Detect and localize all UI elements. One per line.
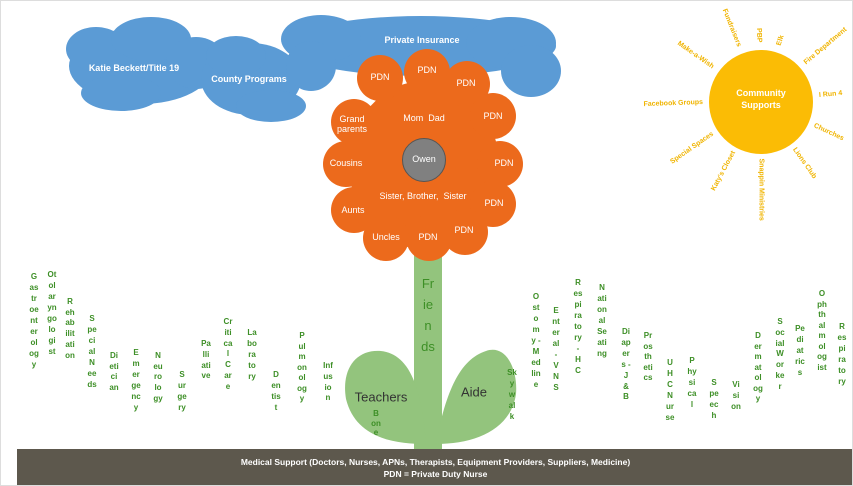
sun-ray-label: Lions Club [791, 145, 818, 180]
leaf-label-aide: Aide [460, 384, 488, 400]
petal [477, 141, 523, 187]
petal-label-aunts: Aunts [341, 205, 365, 216]
specialty-label: Physical [687, 356, 697, 409]
specialty-label: Critical Care [223, 317, 233, 391]
petal-label: PDN [483, 111, 503, 122]
specialty-label: Ophthalmologist [817, 289, 827, 372]
petal-label-uncles: Uncles [372, 232, 400, 243]
petal-label-grandparents: Grand parents [336, 114, 368, 134]
petal-label: PDN [494, 158, 514, 169]
specialty-label: Diapers - J&B [621, 327, 631, 402]
cloud-label-county-programs: County Programs [211, 74, 287, 84]
petal [470, 93, 516, 139]
specialty-label: Skywalk [507, 368, 517, 421]
petal [404, 49, 450, 95]
inner-label-mom-dad: Mom Dad [403, 113, 445, 124]
petal [331, 187, 377, 233]
sun-ray-label: Snappin Ministries [757, 158, 765, 221]
petal [323, 141, 369, 187]
petal-label: PDN [456, 78, 476, 89]
medical-support-ground: Medical Support (Doctors, Nurses, APNs, … [17, 449, 852, 485]
petal-label: PDN [418, 232, 438, 243]
specialty-label: Pediatrics [795, 324, 805, 377]
specialty-label: Palliative [201, 339, 211, 381]
specialty-label: Surgery [177, 370, 187, 412]
specialty-label: Prosthetics [643, 331, 653, 383]
cloud-label-katie-beckett: Katie Beckett/Title 19 [88, 63, 180, 73]
sun-label: Community Supports [736, 88, 786, 110]
specialty-label: Rehabilitation [65, 297, 75, 360]
left-leaf [345, 350, 426, 444]
cloud-label-private-insurance: Private Insurance [384, 35, 460, 45]
specialty-label: UHC Nurse [665, 358, 675, 422]
specialty-label: Special Needs [87, 314, 97, 389]
petal-label: PDN [370, 72, 390, 83]
specialty-label: Laboratory [247, 328, 257, 381]
flower-center [402, 138, 446, 182]
specialty-label: Emergency [131, 348, 141, 412]
specialty-label: Gastroenterology [29, 272, 39, 369]
petal [357, 55, 403, 101]
specialty-label: Vision [731, 380, 741, 411]
specialty-label: Respiratory [837, 322, 847, 386]
petal [406, 215, 452, 261]
specialty-label: Infusion [323, 361, 333, 403]
specialty-label: Neurology [153, 351, 163, 403]
ground-line-1: Medical Support (Doctors, Nurses, APNs, … [240, 457, 631, 467]
specialty-label: Enteral - VNS [552, 306, 560, 392]
leaf-label-teachers: Teachers [354, 389, 408, 405]
petal-label-cousins: Cousins [329, 158, 363, 169]
specialty-label: Social Worker [775, 317, 785, 391]
funding-clouds [66, 15, 561, 122]
petal-label: PDN [454, 225, 474, 236]
specialty-label: Dentist [271, 370, 281, 412]
specialty-label: Dermatology [753, 331, 763, 404]
ground-line-2: PDN = Private Duty Nurse [383, 469, 488, 479]
petal-label: PDN [417, 65, 437, 76]
right-leaf [436, 349, 517, 444]
stem-label-friends: Friends [421, 276, 435, 354]
flower-leaves [345, 349, 517, 444]
specialty-label: Bone [371, 409, 381, 437]
specialty-label: Dietician [109, 351, 119, 393]
specialty-label: National Seating [597, 283, 607, 358]
specialty-label: Respiratory - HC [573, 278, 583, 375]
inner-label-siblings: Sister, Brother, Sister [379, 191, 467, 202]
sun [709, 50, 813, 154]
petal-label: PDN [484, 198, 504, 209]
petal [331, 99, 377, 145]
specialty-label: Pulmonology [297, 331, 307, 404]
specialty-label: Speech [709, 378, 719, 420]
specialty-label: Ostomy - Medline [531, 292, 541, 389]
specialty-label: Otolaryngologist [47, 270, 57, 356]
center-label-owen: Owen [412, 154, 436, 165]
